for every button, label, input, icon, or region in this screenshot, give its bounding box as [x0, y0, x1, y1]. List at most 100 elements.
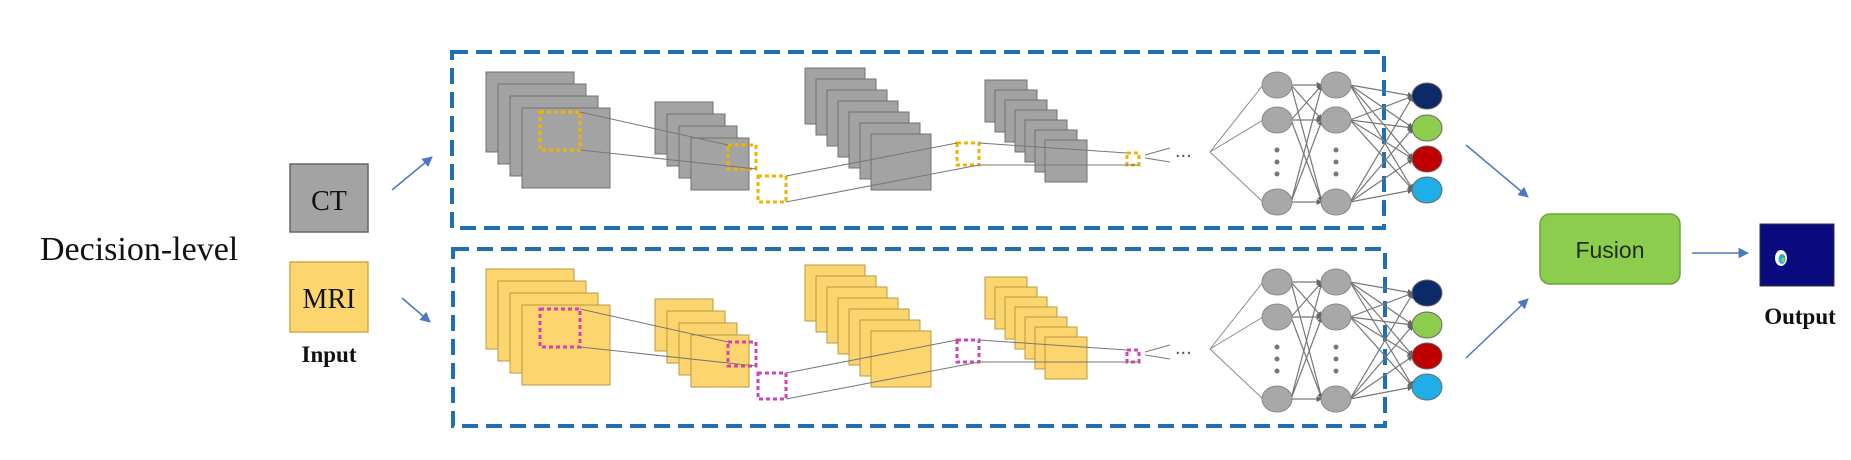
mri-input-box: MRI: [289, 261, 369, 333]
fc-ellipsis-dot: [1333, 368, 1339, 374]
kernel-window: [1125, 348, 1141, 364]
fc-connection: [1349, 281, 1414, 388]
class-output-neuron: [1411, 373, 1443, 401]
fc-connection: [1209, 119, 1264, 153]
class-output-neuron: [1411, 279, 1443, 307]
kernel-window: [726, 143, 758, 171]
fc-ellipsis-dot: [1274, 356, 1280, 362]
fc-neuron: [1320, 188, 1352, 216]
conv2-stack-layer: [870, 133, 932, 191]
flatten-line: [1144, 344, 1171, 353]
pool2-stack-layer: [1044, 336, 1088, 380]
fusion-box: Fusion: [1539, 213, 1681, 285]
fc-connection: [1349, 119, 1414, 191]
fc-connection: [1349, 119, 1414, 131]
fc-connection: [1290, 84, 1323, 121]
fc-connection: [1349, 292, 1414, 400]
kernel-window: [756, 371, 788, 401]
fc-ellipsis-dot: [1333, 356, 1339, 362]
fc-connection: [1290, 84, 1324, 203]
ct-to-fusion-arrow: [1465, 144, 1529, 198]
fc-connection: [1349, 324, 1414, 400]
fc-ellipsis-dot: [1333, 147, 1339, 153]
fc-ellipsis-dot: [1274, 171, 1280, 177]
fc-connection: [1349, 355, 1414, 400]
flatten-line: [1144, 147, 1171, 156]
fc-neuron: [1261, 268, 1293, 296]
fc-connection: [1290, 281, 1324, 400]
fc-connection: [1349, 127, 1414, 203]
kernel-window: [955, 338, 981, 364]
projection-line: [579, 149, 757, 170]
fc-neuron: [1261, 106, 1293, 134]
projection-line: [785, 339, 958, 374]
fc-ellipsis-dot: [1333, 171, 1339, 177]
fc-ellipsis-dot: [1274, 344, 1280, 350]
input-caption: Input: [302, 342, 357, 367]
fc-connection: [1349, 84, 1414, 191]
output-lesion-dot: [1781, 258, 1785, 262]
kernel-window: [538, 110, 582, 152]
fc-connection: [1349, 316, 1414, 388]
fc-connection: [1349, 84, 1414, 99]
fc-connection: [1349, 385, 1414, 400]
mri-input-label: MRI: [303, 284, 356, 315]
fc-connection: [1349, 158, 1414, 203]
projection-line: [785, 361, 980, 400]
projection-line: [579, 111, 729, 146]
fusion-label: Fusion: [1575, 237, 1644, 263]
fc-ellipsis-dot: [1274, 147, 1280, 153]
class-output-neuron: [1411, 114, 1443, 142]
fc-connection: [1349, 84, 1414, 129]
fc-connection: [1290, 316, 1323, 400]
fc-neuron: [1320, 268, 1352, 296]
class-output-neuron: [1411, 311, 1443, 339]
fc-ellipsis-dot: [1333, 344, 1339, 350]
fc-connection: [1209, 84, 1264, 153]
fc-neuron: [1261, 71, 1293, 99]
ct-input-box: CT: [289, 163, 369, 233]
ct-input-label: CT: [311, 186, 347, 217]
fc-connection: [1290, 281, 1323, 318]
fc-connection: [1209, 316, 1264, 350]
fc-connection: [1349, 316, 1414, 328]
pool1-stack-layer: [690, 137, 750, 191]
projection-line: [785, 142, 958, 177]
mri-branch-box: [451, 247, 1387, 428]
fc-neuron: [1261, 385, 1293, 413]
ct-cnn-branch: ...: [485, 67, 1443, 216]
projection-line: [978, 142, 1128, 154]
kernel-window: [756, 174, 788, 204]
output-caption: Output: [1764, 304, 1836, 329]
fc-connection: [1349, 281, 1414, 296]
class-output-neuron: [1411, 342, 1443, 370]
conv1-stack-layer: [521, 107, 611, 189]
decision-level-label: Decision-level: [40, 231, 238, 268]
flatten-ellipsis: ...: [1175, 140, 1192, 162]
ct-branch-box: [450, 50, 1386, 230]
pool1-stack-layer: [690, 334, 750, 388]
fc-connection: [1349, 281, 1414, 326]
fc-connection: [1349, 95, 1414, 203]
fc-connection: [1290, 119, 1323, 203]
fc-neuron: [1261, 188, 1293, 216]
mri-to-fusion-arrow: [1465, 298, 1529, 359]
fc-connection: [1349, 292, 1414, 318]
projection-line: [785, 164, 980, 203]
kernel-window: [726, 340, 758, 368]
flatten-line: [1144, 354, 1171, 360]
class-output-neuron: [1411, 176, 1443, 204]
fc-connection: [1209, 151, 1264, 203]
flatten-line: [1144, 157, 1171, 163]
fc-neuron: [1261, 303, 1293, 331]
fc-connection: [1209, 281, 1264, 350]
fc-connection: [1349, 281, 1414, 357]
class-output-neuron: [1411, 145, 1443, 173]
conv1-stack-layer: [521, 304, 611, 386]
pool2-stack-layer: [1044, 139, 1088, 183]
fc-connection: [1349, 119, 1414, 160]
kernel-window: [538, 307, 582, 349]
fc-connection: [1349, 316, 1414, 357]
fc-connection: [1349, 95, 1414, 121]
